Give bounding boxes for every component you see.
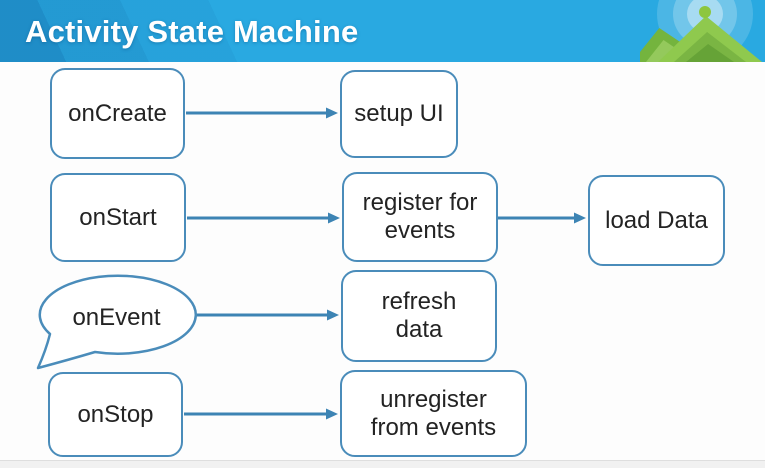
node-load-data: load Data — [588, 175, 725, 266]
node-label: onStart — [79, 203, 157, 231]
node-label: setup UI — [354, 100, 444, 127]
node-onstop: onStop — [48, 372, 183, 457]
node-unregister-from-events: unregister from events — [340, 370, 527, 457]
mountain-logo-icon — [640, 0, 765, 62]
node-label-line: data — [395, 316, 443, 343]
node-oncreate: onCreate — [50, 68, 185, 159]
node-label-line: unregister — [380, 385, 487, 413]
node-register-for-events: register for events — [342, 172, 498, 262]
node-label: onStop — [77, 400, 154, 428]
header-diagonal-stripes — [0, 0, 765, 62]
header-bar: Activity State Machine — [0, 0, 765, 62]
node-refresh-data: refresh data — [341, 270, 497, 362]
node-label: onCreate — [68, 99, 167, 127]
node-label-line: register for — [362, 189, 478, 216]
node-onstart: onStart — [50, 173, 186, 262]
onevent-speech-bubble — [36, 274, 198, 370]
diagram-canvas: onCreate setup UI onStart register for e… — [0, 62, 765, 461]
node-label-line: refresh — [381, 288, 457, 315]
node-setup-ui: setup UI — [340, 70, 458, 158]
sun-dot-icon — [699, 6, 711, 18]
edges-layer — [36, 107, 586, 420]
slide-title: Activity State Machine — [25, 14, 359, 49]
node-label: load Data — [605, 206, 708, 234]
node-label-line: events — [384, 217, 456, 244]
footer-strip — [0, 460, 765, 468]
node-label-line: from events — [370, 413, 497, 441]
